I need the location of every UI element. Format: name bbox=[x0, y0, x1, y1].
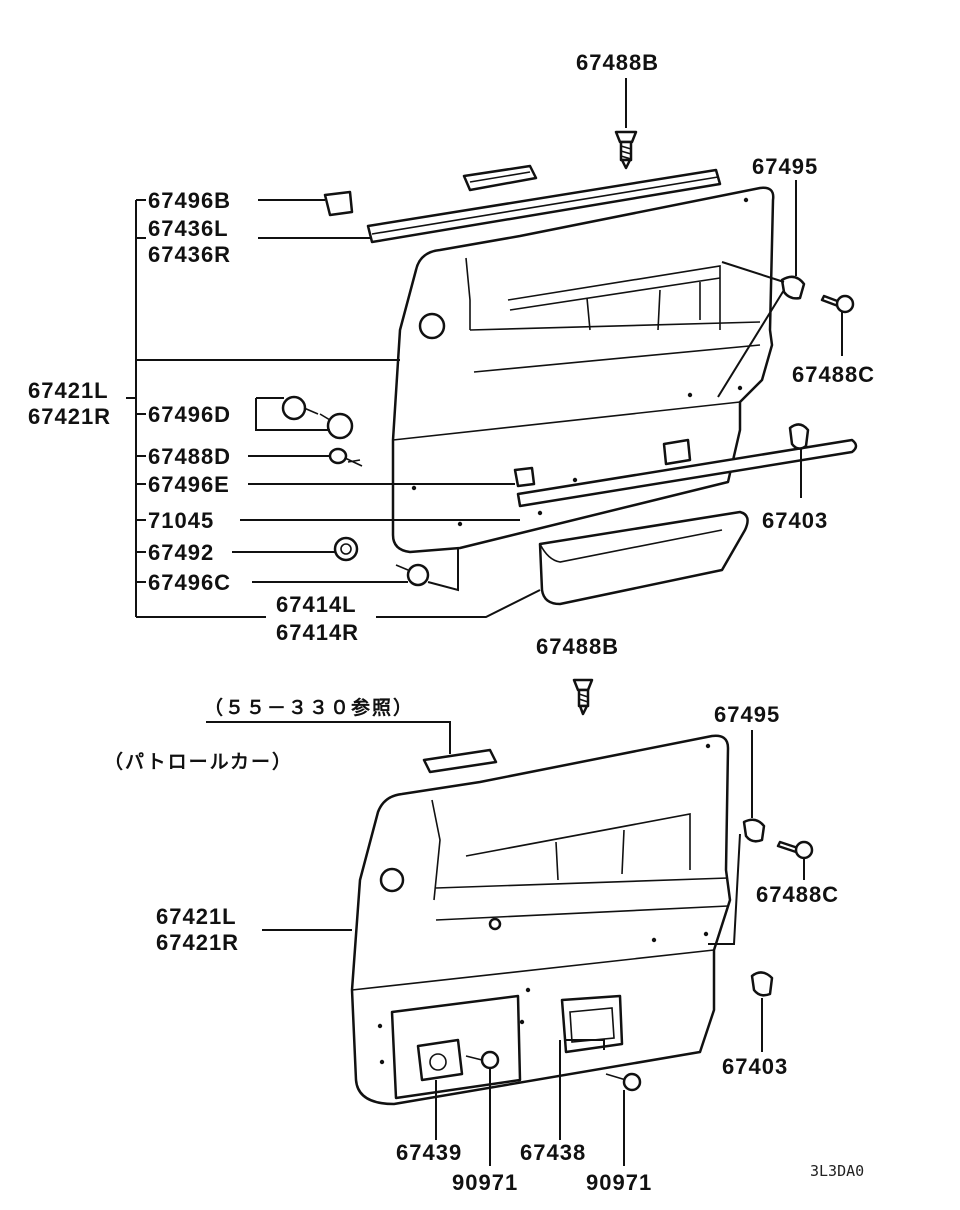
bracket-67439 bbox=[416, 1038, 464, 1082]
clip-67496B bbox=[323, 190, 354, 217]
label-67496D: 67496D bbox=[148, 402, 231, 427]
clip-67496E bbox=[513, 466, 536, 488]
clip-67403-top bbox=[788, 423, 810, 450]
upper-door-trim-assembly: 67488B 67495 67496B 67436L 67436R 67488C… bbox=[28, 50, 875, 645]
door-panel-upper bbox=[391, 186, 775, 554]
label-67496C: 67496C bbox=[148, 570, 231, 595]
clip-67403-bottom bbox=[750, 971, 774, 997]
label-patrol-car-note: （パトロールカー） bbox=[104, 750, 293, 773]
label-67438: 67438 bbox=[520, 1140, 586, 1165]
label-67492: 67492 bbox=[148, 540, 214, 565]
label-67495-bottom: 67495 bbox=[714, 702, 780, 727]
label-90971-b: 90971 bbox=[586, 1170, 652, 1195]
label-67403-bottom: 67403 bbox=[722, 1054, 788, 1079]
label-67488C-top: 67488C bbox=[792, 362, 875, 387]
label-67421R-top: 67421R bbox=[28, 404, 111, 429]
diagram-code: 3L3DA0 bbox=[810, 1162, 864, 1180]
handle-cover-top bbox=[462, 164, 538, 192]
label-67496E: 67496E bbox=[148, 472, 230, 497]
label-reference-note: （５５－３３０参照） bbox=[204, 696, 414, 719]
lower-door-trim-assembly-patrol-car: 67488B （５５－３３０参照） （パトロールカー） 67495 67488C… bbox=[104, 634, 839, 1195]
screw-67488C-top bbox=[820, 294, 855, 314]
label-67488B-top: 67488B bbox=[576, 50, 659, 75]
grommet-67492 bbox=[333, 536, 359, 562]
label-67496B: 67496B bbox=[148, 188, 231, 213]
screw-67488C-bottom bbox=[776, 840, 814, 860]
pocket-67414 bbox=[538, 510, 749, 606]
label-71045: 71045 bbox=[148, 508, 214, 533]
label-67488C-bottom: 67488C bbox=[756, 882, 839, 907]
clip-67495-top bbox=[780, 275, 806, 300]
moulding-71045 bbox=[516, 438, 858, 508]
screw-67488D bbox=[328, 447, 363, 467]
clip-67495-bottom bbox=[742, 818, 766, 843]
label-67403-top: 67403 bbox=[762, 508, 828, 533]
label-67488D: 67488D bbox=[148, 444, 231, 469]
label-67439: 67439 bbox=[396, 1140, 462, 1165]
label-90971-a: 90971 bbox=[452, 1170, 518, 1195]
label-67421R-bottom: 67421R bbox=[156, 930, 239, 955]
label-67421L-top: 67421L bbox=[28, 378, 109, 403]
handle-cover-bottom bbox=[422, 748, 498, 774]
label-67436L: 67436L bbox=[148, 216, 229, 241]
label-67421L-bottom: 67421L bbox=[156, 904, 237, 929]
screw-90971-b bbox=[605, 1072, 642, 1092]
clip-67496C bbox=[395, 563, 430, 587]
screw-67488B-top bbox=[614, 78, 638, 170]
label-67488B-bottom: 67488B bbox=[536, 634, 619, 659]
screw-90971-a bbox=[465, 1050, 500, 1070]
clips-67496D bbox=[281, 395, 354, 440]
label-67436R: 67436R bbox=[148, 242, 231, 267]
label-67414R: 67414R bbox=[276, 620, 359, 645]
screw-67488B-bottom bbox=[572, 678, 594, 716]
label-67495-top: 67495 bbox=[752, 154, 818, 179]
label-67414L: 67414L bbox=[276, 592, 357, 617]
